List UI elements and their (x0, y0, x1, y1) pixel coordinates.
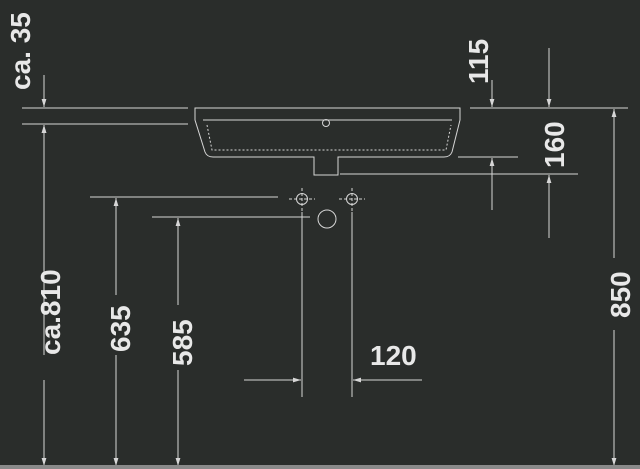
label-120: 120 (370, 340, 417, 371)
drain-outlet (317, 209, 337, 229)
label-ca810: ca.810 (35, 269, 66, 355)
tap-hole (322, 119, 330, 127)
label-585: 585 (167, 319, 198, 366)
label-ca35: ca. 35 (5, 12, 36, 90)
basin-dashed-inner (206, 124, 452, 151)
label-850: 850 (605, 271, 636, 318)
label-115: 115 (463, 39, 494, 84)
label-160: 160 (539, 121, 570, 168)
floor-line (0, 465, 640, 469)
basin-outline (194, 107, 461, 176)
label-635: 635 (105, 305, 136, 352)
